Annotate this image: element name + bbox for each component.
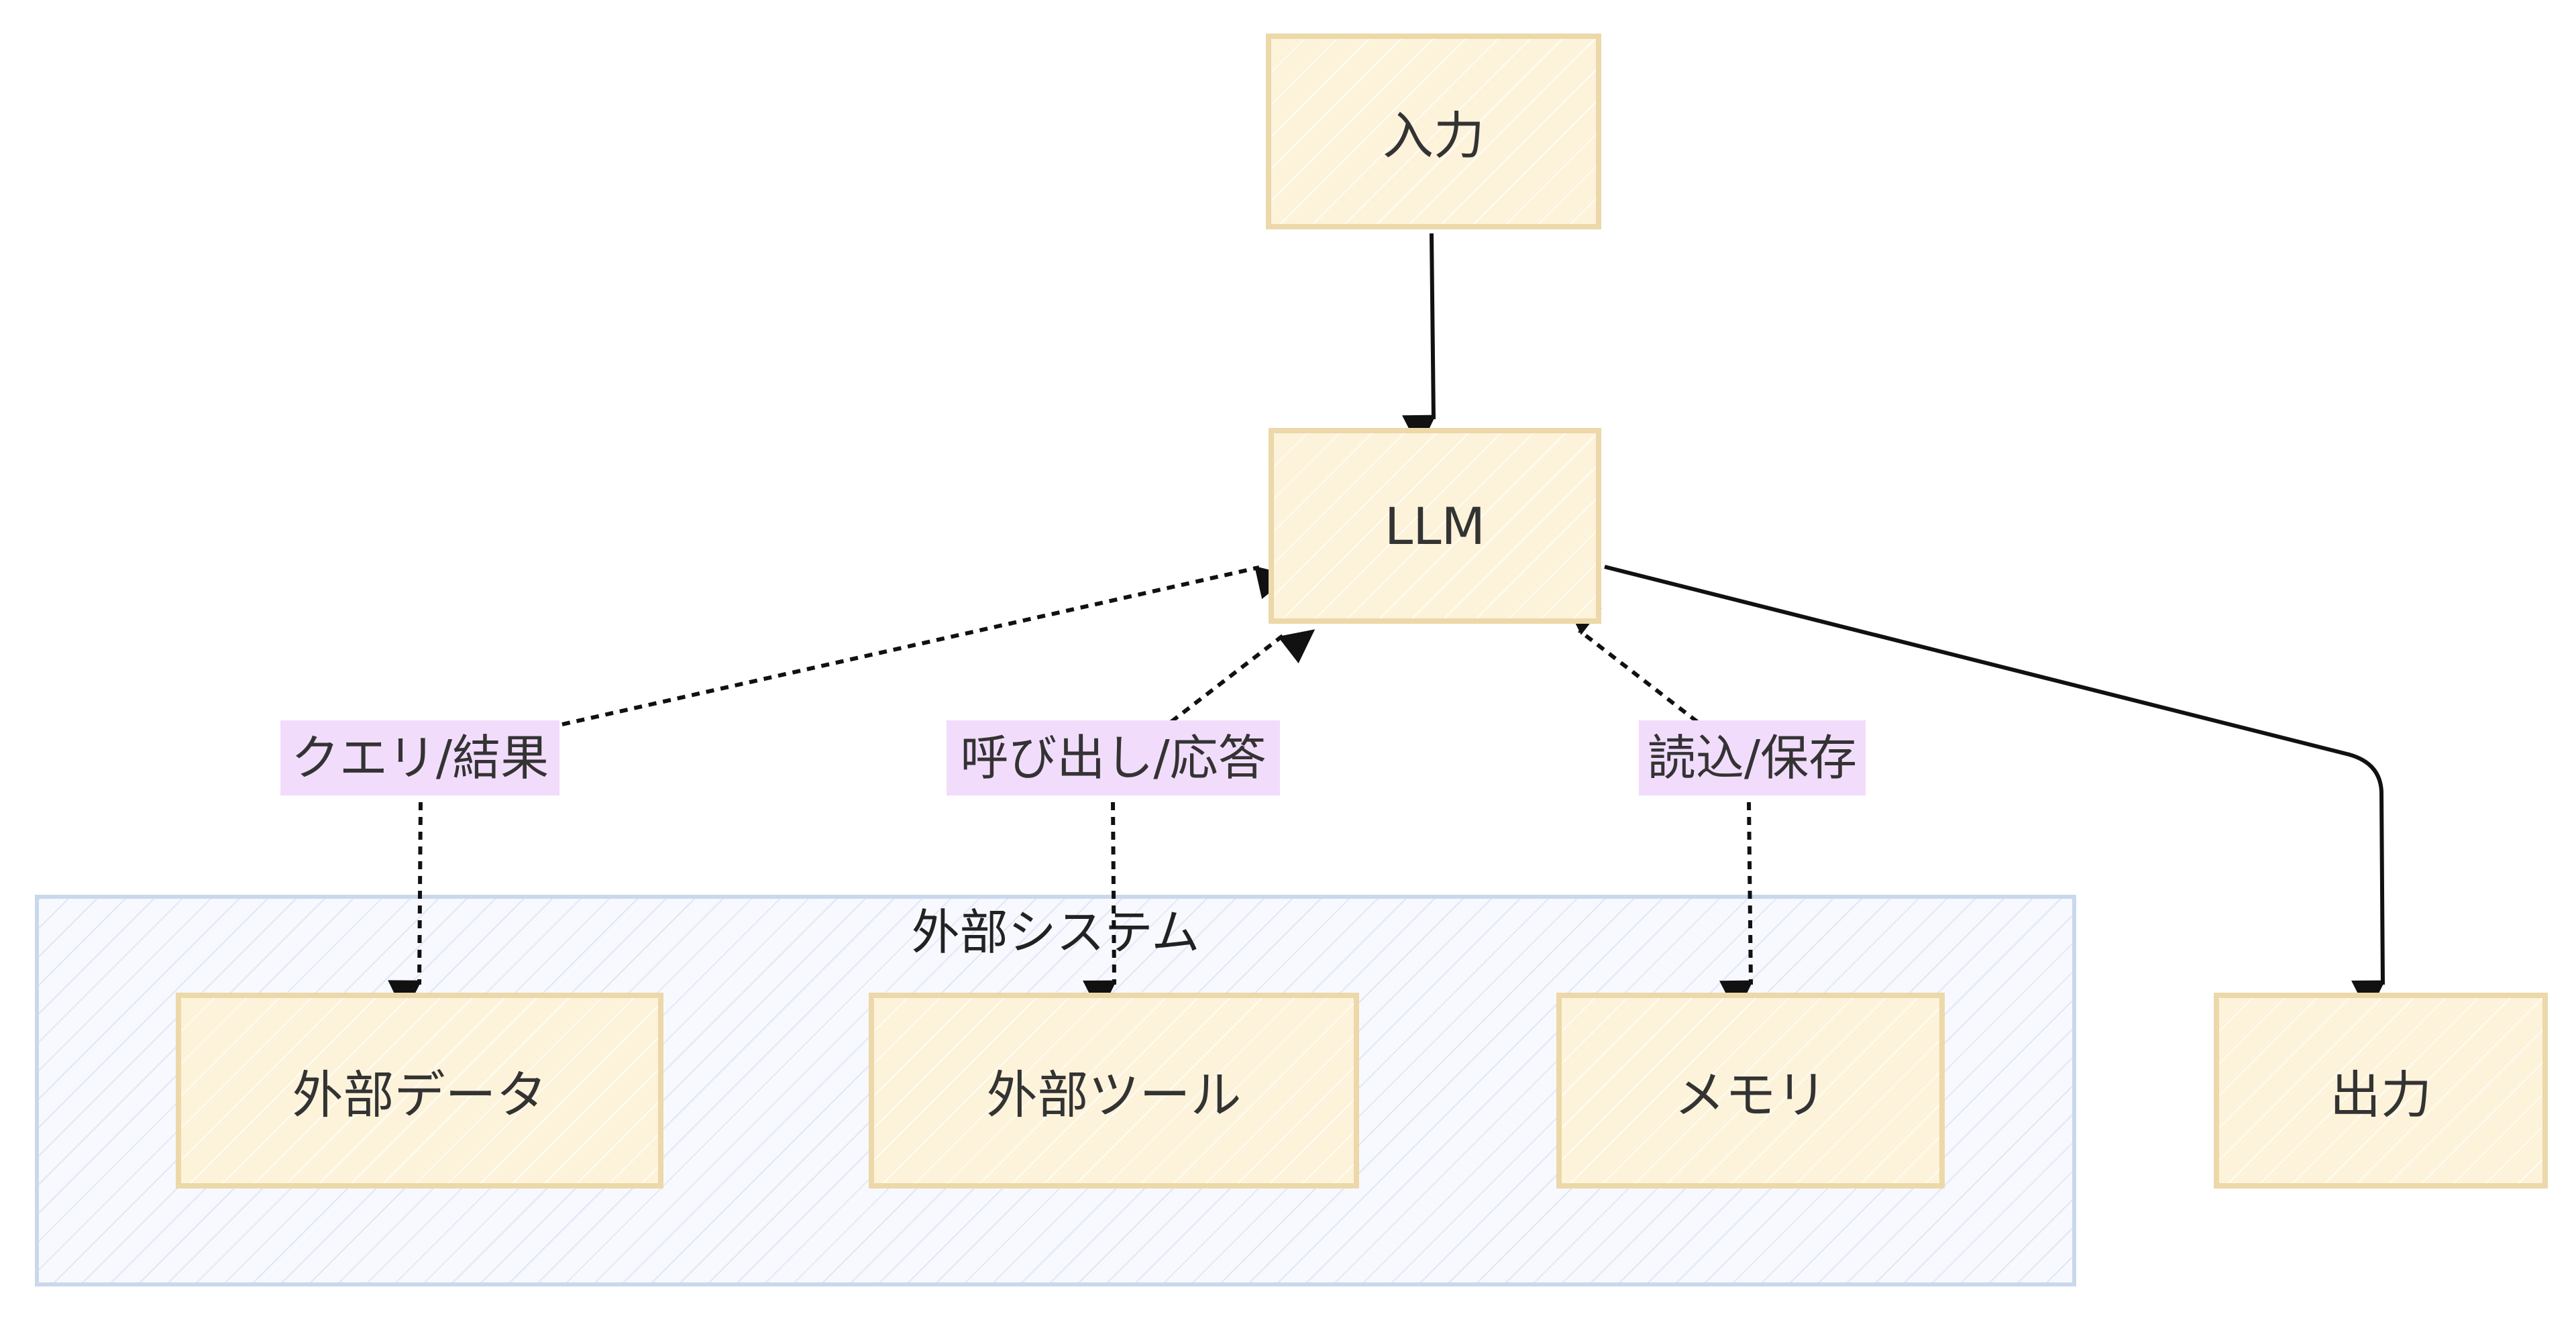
edge-query-to-llm [561, 565, 1291, 726]
node-output: 出力 [2214, 993, 2548, 1189]
edge-label-memory: 読込/保存 [1639, 720, 1866, 795]
node-memory: メモリ [1556, 993, 1945, 1189]
edge-input-to-llm [1402, 233, 1436, 449]
node-memory-label: メモリ [1674, 1065, 1827, 1125]
node-output-label: 出力 [2330, 1065, 2432, 1125]
edge-call-to-llm [1170, 629, 1316, 724]
edge-llm-to-output [1604, 565, 2385, 1015]
edge-memory-to-store [1719, 802, 1754, 1015]
external-system-cluster-label: 外部システム [911, 904, 1200, 960]
node-external-tool: 外部ツール [869, 993, 1359, 1189]
node-input: 入力 [1266, 34, 1601, 229]
node-llm: LLM [1269, 428, 1601, 624]
node-external-tool-label: 外部ツール [986, 1065, 1242, 1125]
edge-query-to-data [388, 802, 423, 1014]
node-external-data: 外部データ [176, 993, 663, 1189]
edge-call-to-tool [1083, 802, 1117, 1015]
edge-label-query: クエリ/結果 [280, 720, 559, 795]
edge-memory-to-llm [1564, 600, 1699, 724]
node-input-label: 入力 [1383, 106, 1485, 166]
node-llm-label: LLM [1384, 496, 1486, 556]
node-external-data-label: 外部データ [292, 1065, 547, 1125]
edge-label-call: 呼び出し/応答 [947, 720, 1280, 795]
